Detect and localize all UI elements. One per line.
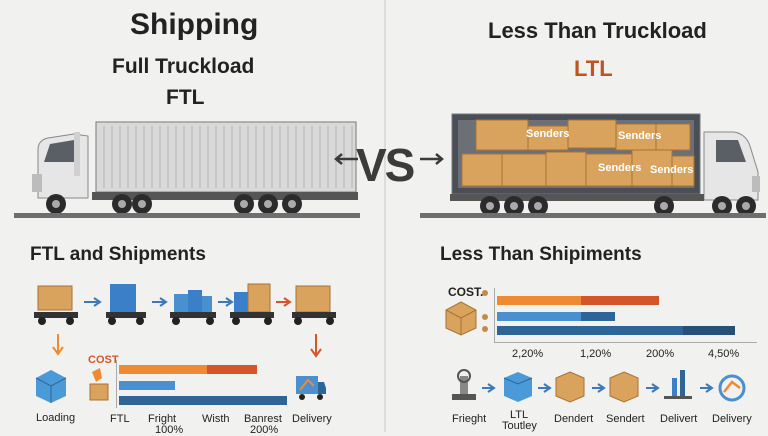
ltl-cost-label: COST. <box>448 285 484 299</box>
flow-arrow-icon <box>646 383 660 393</box>
ltl-axis-tick: 4,50% <box>708 348 740 360</box>
ltl-process-flow <box>452 369 746 403</box>
right-title: Less Than Truckload <box>488 18 707 43</box>
ltl-sublabel-toutley: Toutley <box>502 420 537 432</box>
ltl-box-icon-2 <box>609 371 639 403</box>
ftl-label-fright: Fright <box>148 413 177 425</box>
ftl-sublabel-100: 100% <box>155 424 184 436</box>
ftl-process-flow <box>34 283 336 325</box>
box-label: Senders <box>618 130 662 142</box>
ltl-bar-blue <box>497 312 581 321</box>
ftl-cost-label: COST <box>88 354 119 366</box>
flow-arrow-icon <box>218 297 234 307</box>
flow-arrow-icon <box>152 297 168 307</box>
cargo-box <box>567 119 617 149</box>
box-label: Senders <box>526 128 570 140</box>
cargo-box <box>527 125 569 151</box>
flow-arrow-icon <box>592 383 606 393</box>
vs-label: VS <box>356 139 415 191</box>
left-title: Shipping <box>130 8 259 41</box>
ltl-wheels <box>480 196 756 216</box>
ltl-label-ltl: LTL <box>510 409 529 421</box>
ftl-label-banrest: Banrest <box>244 413 282 425</box>
ftl-section-heading: FTL and Shipments <box>30 244 206 265</box>
ltl-axis-tick: 1,20% <box>580 348 612 360</box>
ftl-truck-illustration <box>32 121 358 214</box>
ltl-axis-tick: 2,20% <box>512 348 544 360</box>
left-road <box>14 213 360 218</box>
ltl-delivery-icon <box>718 374 746 402</box>
left-arrow-icon <box>334 153 358 165</box>
process-step-2 <box>106 284 146 325</box>
ltl-cost-chart <box>494 288 757 343</box>
flow-arrow-icon <box>276 297 292 307</box>
cargo-box <box>631 149 673 187</box>
ftl-bar-dark-blue <box>119 396 287 405</box>
ltl-label-delivert: Delivert <box>660 413 698 425</box>
left-subtitle: Full Truckload <box>112 55 255 78</box>
ltl-axis-tick: 200% <box>646 348 675 360</box>
cargo-box <box>655 123 691 151</box>
right-road <box>420 213 766 218</box>
cargo-box <box>501 153 547 187</box>
ltl-freight-icon <box>452 369 476 400</box>
left-abbr: FTL <box>166 86 205 109</box>
ltl-bar-orange <box>497 296 581 305</box>
legend-dot <box>482 314 488 320</box>
ltl-bar-icon <box>664 370 692 399</box>
cargo-box <box>545 151 587 187</box>
ftl-bar-red <box>207 365 257 374</box>
ltl-label-sendert: Sendert <box>606 413 645 425</box>
cargo-box <box>671 155 695 187</box>
ftl-label-ftl: FTL <box>110 413 130 425</box>
flow-arrow-icon <box>538 383 552 393</box>
ftl-label-delivery: Delivery <box>292 413 332 425</box>
flow-arrow-icon <box>482 383 496 393</box>
ltl-label-dendert: Dendert <box>554 413 594 425</box>
ftl-sublabel-200: 200% <box>250 424 279 436</box>
ltl-label-frieght: Frieght <box>452 413 487 425</box>
process-step-5 <box>292 285 336 325</box>
right-arrow-icon <box>420 153 444 165</box>
ltl-section-heading: Less Than Shipiments <box>440 244 642 265</box>
center-divider <box>384 0 386 432</box>
ltl-cab <box>703 131 760 201</box>
ftl-label-wisth: Wisth <box>202 413 230 425</box>
flow-arrow-icon <box>700 383 714 393</box>
cargo-box <box>461 153 503 187</box>
legend-dot <box>482 326 488 332</box>
flow-arrow-icon <box>84 297 102 307</box>
ltl-box-icon-1 <box>555 371 585 403</box>
legend-dot <box>482 290 488 296</box>
ltl-bar-long-2 <box>683 326 735 335</box>
ltl-cargo-boxes <box>461 119 695 187</box>
ftl-cost-chart <box>116 360 289 408</box>
box-label: Senders <box>650 164 694 176</box>
delivery-truck-icon <box>296 376 326 400</box>
ltl-package-icon <box>445 301 477 336</box>
ftl-container <box>92 121 358 200</box>
loading-box-icon <box>35 370 67 403</box>
process-step-4 <box>230 283 274 325</box>
ltl-bar-long-1 <box>497 326 683 335</box>
ltl-truck-illustration <box>450 113 760 216</box>
process-step-1 <box>34 285 78 325</box>
ftl-bar-blue <box>119 381 175 390</box>
box-label: Senders <box>598 162 642 174</box>
ftl-cab <box>32 132 89 199</box>
hand-package-icon <box>89 368 109 401</box>
ltl-bar-red <box>581 296 659 305</box>
process-step-3 <box>170 290 216 325</box>
ftl-wheels <box>46 194 302 214</box>
ltl-cube-icon <box>503 372 533 402</box>
down-arrow-icon <box>310 334 322 358</box>
cargo-box <box>585 153 633 187</box>
ftl-label-loading: Loading <box>36 412 76 424</box>
ltl-bar-dark-blue <box>581 312 615 321</box>
ltl-label-delivery: Delivery <box>712 413 752 425</box>
ftl-bar-orange <box>119 365 207 374</box>
down-arrow-icon <box>52 334 64 356</box>
right-abbr: LTL <box>574 56 613 81</box>
cargo-box <box>475 119 529 151</box>
